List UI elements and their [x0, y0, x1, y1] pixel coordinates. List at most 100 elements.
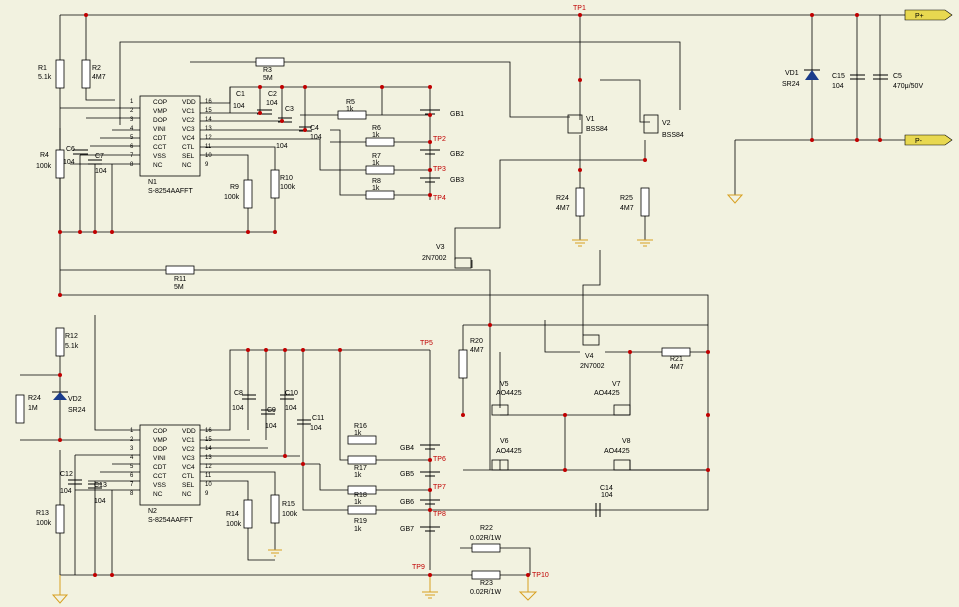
- chip-pin-name: CTL: [182, 144, 195, 151]
- chip-pin-number: 11: [205, 144, 212, 150]
- label-r8: R8: [372, 178, 381, 185]
- label-v5: V5: [500, 381, 509, 388]
- value-r22: 0.02R/1W: [470, 535, 502, 542]
- chip-n1: COP1VMP2DOP3VINI4CDT5CCT6VSS7NC816VDD15V…: [130, 95, 212, 195]
- chip-pin-number: 12: [205, 464, 212, 470]
- value-v8: AO4425: [604, 448, 630, 455]
- chip-pin-number: 16: [205, 99, 212, 105]
- value-v1: BSS84: [586, 126, 608, 133]
- label-r24: R24: [556, 195, 569, 202]
- chip-n2-part: S-8254AAFFT: [148, 517, 193, 524]
- chip-pin-name: VMP: [153, 437, 167, 444]
- chip-pin-name: CCT: [153, 473, 166, 480]
- chip-pin-name: VC2: [182, 446, 195, 453]
- value-r10: 100k: [280, 184, 296, 191]
- chip-pin-number: 10: [205, 482, 212, 488]
- chip-pin-number: 9: [205, 491, 209, 497]
- chip-pin-number: 8: [130, 491, 134, 497]
- label-r7: R7: [372, 153, 381, 160]
- tp3: TP3: [433, 166, 446, 173]
- label-v1: V1: [586, 116, 595, 123]
- chip-pin-number: 13: [205, 126, 212, 132]
- tp6: TP6: [433, 456, 446, 463]
- value-c12: 104: [60, 488, 72, 495]
- chip-pin-name: NC: [153, 491, 163, 498]
- tp5: TP5: [420, 340, 433, 347]
- chip-pin-number: 2: [130, 437, 134, 443]
- chip-pin-number: 1: [130, 99, 134, 105]
- label-vd1: VD1: [785, 70, 799, 77]
- chip-pin-name: SEL: [182, 153, 195, 160]
- label-r14: R14: [226, 511, 239, 518]
- component-labels: R1 5.1k R2 4M7 R3 5M R4 100k R5 1k R6 1k…: [28, 65, 923, 596]
- capacitors: [68, 74, 888, 517]
- chip-pin-number: 3: [130, 117, 134, 123]
- value-c5: 470μ/50V: [893, 83, 923, 90]
- diodes: [52, 69, 820, 400]
- label-v8: V8: [622, 438, 631, 445]
- chip-pin-name: CCT: [153, 144, 166, 151]
- chip-pin-number: 11: [205, 473, 212, 479]
- label-c14: C14: [600, 485, 613, 492]
- connector-p-plus: P+: [915, 13, 924, 20]
- chip-pin-number: 15: [205, 108, 212, 114]
- value-c13: 104: [94, 498, 106, 505]
- value-c11: 104: [310, 425, 322, 432]
- value-r7: 1k: [372, 160, 380, 167]
- value-r24b: 1M: [28, 405, 38, 412]
- label-c8: C8: [234, 390, 243, 397]
- chip-pin-name: SEL: [182, 482, 195, 489]
- label-v3: V3: [436, 244, 445, 251]
- value-r11: 5M: [174, 284, 184, 291]
- label-r16: R16: [354, 423, 367, 430]
- value-v7: AO4425: [594, 390, 620, 397]
- chip-n1-ref: N1: [148, 179, 157, 186]
- label-c3: C3: [285, 106, 294, 113]
- value-r5: 1k: [346, 106, 354, 113]
- label-r4: R4: [40, 152, 49, 159]
- value-r18: 1k: [354, 499, 362, 506]
- label-r10: R10: [280, 175, 293, 182]
- label-v6: V6: [500, 438, 509, 445]
- value-r6: 1k: [372, 132, 380, 139]
- label-r18: R18: [354, 492, 367, 499]
- label-r15: R15: [282, 501, 295, 508]
- chip-pin-name: CDT: [153, 135, 166, 142]
- label-c15: C15: [832, 73, 845, 80]
- chip-n2-ref: N2: [148, 508, 157, 515]
- value-r8: 1k: [372, 185, 380, 192]
- label-r22: R22: [480, 525, 493, 532]
- label-r24b: R24: [28, 395, 41, 402]
- chip-pin-number: 9: [205, 162, 209, 168]
- chip-pin-number: 16: [205, 428, 212, 434]
- chip-pin-name: VDD: [182, 428, 196, 435]
- label-gb1: GB1: [450, 111, 464, 118]
- tp9: TP9: [412, 564, 425, 571]
- label-gb7: GB7: [400, 526, 414, 533]
- chip-pin-name: VINI: [153, 455, 166, 462]
- resistors: [15, 57, 691, 580]
- value-r16: 1k: [354, 430, 362, 437]
- chip-pin-number: 10: [205, 153, 212, 159]
- junctions: [58, 13, 882, 577]
- tp2: TP2: [433, 136, 446, 143]
- chip-pin-name: COP: [153, 428, 167, 435]
- value-c8: 104: [232, 405, 244, 412]
- grounds: [51, 194, 744, 604]
- chip-pin-name: CTL: [182, 473, 195, 480]
- label-c6: C6: [66, 146, 75, 153]
- connector-p-minus: P-: [915, 138, 923, 145]
- value-r13: 100k: [36, 520, 52, 527]
- value-r20: 4M7: [470, 347, 484, 354]
- tp7: TP7: [433, 484, 446, 491]
- tp10: TP10: [532, 572, 549, 579]
- chip-pin-name: VSS: [153, 153, 167, 160]
- chip-pin-name: COP: [153, 99, 167, 106]
- value-r2: 4M7: [92, 74, 106, 81]
- label-r25: R25: [620, 195, 633, 202]
- chip-pin-name: VDD: [182, 99, 196, 106]
- chip-pin-number: 7: [130, 482, 134, 488]
- label-r5: R5: [346, 99, 355, 106]
- chip-pin-number: 2: [130, 108, 134, 114]
- value-r25: 4M7: [620, 205, 634, 212]
